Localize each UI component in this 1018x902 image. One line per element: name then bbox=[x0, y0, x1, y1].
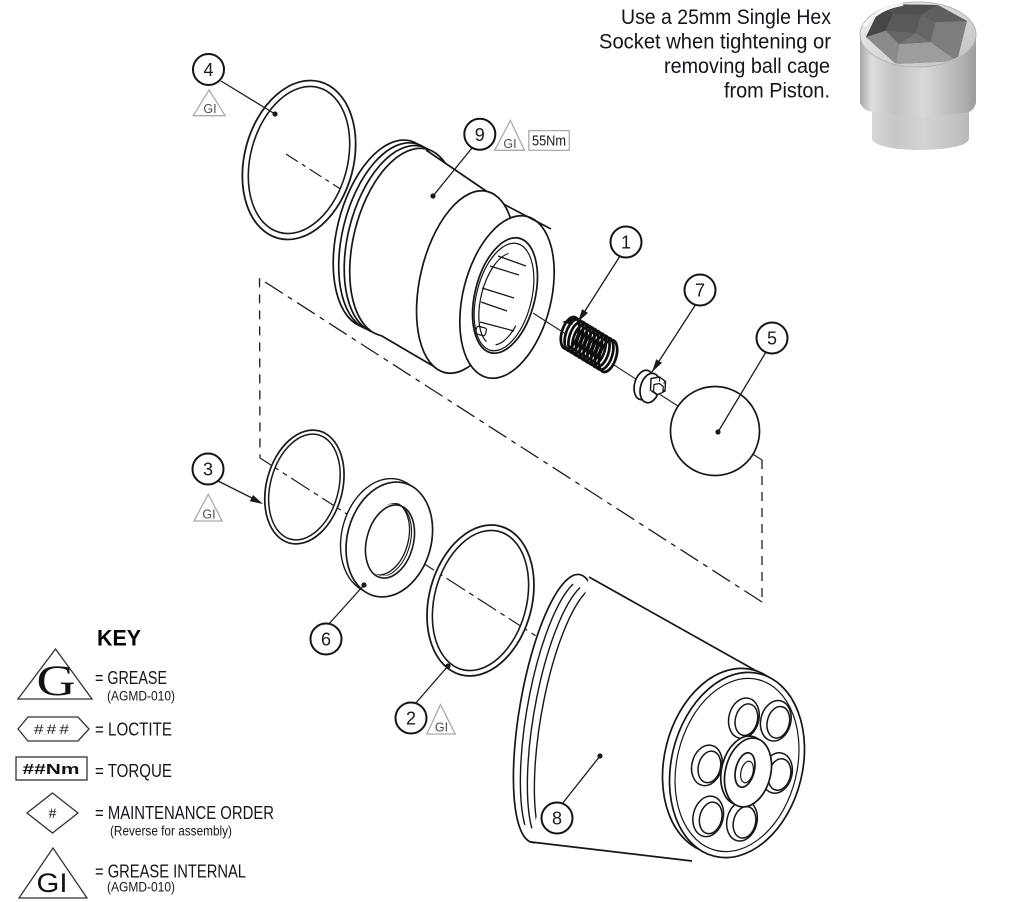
svg-text:8: 8 bbox=[552, 809, 562, 829]
svg-text:5: 5 bbox=[767, 329, 777, 349]
svg-text:1: 1 bbox=[621, 233, 631, 253]
svg-text:GI: GI bbox=[503, 137, 516, 151]
svg-text:4: 4 bbox=[203, 60, 213, 80]
svg-text:9: 9 bbox=[475, 125, 485, 145]
svg-text:= MAINTENANCE ORDER: = MAINTENANCE ORDER bbox=[95, 803, 274, 823]
svg-text:GI: GI bbox=[37, 868, 68, 898]
svg-text:55Nm: 55Nm bbox=[532, 133, 566, 150]
svg-text:= GREASE: = GREASE bbox=[95, 668, 167, 688]
svg-text:KEY: KEY bbox=[97, 626, 141, 651]
svg-text:Socket when tightening or: Socket when tightening or bbox=[599, 30, 831, 54]
svg-text:###: ### bbox=[34, 722, 72, 737]
svg-text:GI: GI bbox=[203, 102, 216, 116]
svg-text:= GREASE INTERNAL: = GREASE INTERNAL bbox=[95, 862, 246, 882]
svg-text:3: 3 bbox=[203, 460, 213, 480]
svg-text:G: G bbox=[37, 658, 76, 705]
svg-text:##Nm: ##Nm bbox=[23, 762, 80, 778]
svg-text:= TORQUE: = TORQUE bbox=[95, 761, 172, 781]
svg-text:= LOCTITE: = LOCTITE bbox=[95, 720, 172, 740]
svg-text:(AGMD-010): (AGMD-010) bbox=[107, 689, 175, 704]
svg-text:GI: GI bbox=[202, 508, 215, 522]
svg-text:(AGMD-010): (AGMD-010) bbox=[107, 880, 175, 895]
svg-text:from Piston.: from Piston. bbox=[724, 79, 830, 103]
svg-text:(Reverse for assembly): (Reverse for assembly) bbox=[110, 824, 232, 839]
svg-text:Use a 25mm Single Hex: Use a 25mm Single Hex bbox=[621, 5, 831, 29]
svg-text:removing ball cage: removing ball cage bbox=[664, 54, 830, 78]
svg-text:#: # bbox=[49, 805, 57, 821]
svg-text:6: 6 bbox=[321, 630, 331, 650]
svg-text:2: 2 bbox=[406, 709, 416, 729]
svg-text:GI: GI bbox=[435, 721, 448, 735]
svg-text:7: 7 bbox=[695, 281, 705, 301]
